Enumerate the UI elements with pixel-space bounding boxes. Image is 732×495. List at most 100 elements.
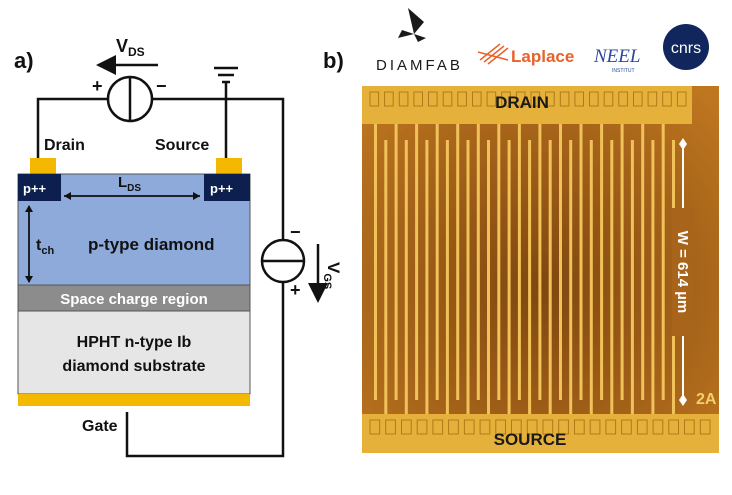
cnrs-logo-circle xyxy=(663,24,709,70)
pad-cell xyxy=(501,91,511,107)
pad-cell xyxy=(495,419,506,435)
vgs-minus: − xyxy=(290,222,301,242)
pad-cell xyxy=(684,419,695,435)
source-pad-label: SOURCE xyxy=(494,430,567,449)
electrode-finger xyxy=(569,140,573,414)
pad-cell xyxy=(385,419,396,435)
electrode-finger xyxy=(394,124,398,400)
pad-cell xyxy=(515,91,526,107)
pad-cell xyxy=(559,91,570,107)
vds-minus: − xyxy=(156,76,167,96)
drain-metal-contact xyxy=(30,158,56,174)
channel-label: p-type diamond xyxy=(88,235,215,254)
pad-cell xyxy=(398,91,409,107)
electrode-finger xyxy=(548,140,552,414)
drain-pad-label: DRAIN xyxy=(495,93,549,112)
laplace-logo: Laplace xyxy=(477,43,574,66)
pad-cell xyxy=(699,419,711,435)
source-pad-cells xyxy=(369,419,711,435)
pad-cell xyxy=(413,91,423,107)
electrode-finger xyxy=(435,124,439,400)
pad-cell xyxy=(676,91,687,107)
drain-pad-cells xyxy=(369,91,687,107)
electrode-finger xyxy=(538,124,542,400)
electrode-finger xyxy=(559,124,562,400)
neel-logo-subtext: INSTITUT xyxy=(612,68,635,74)
tch-label: tch xyxy=(36,237,54,257)
drain-p-plus-region xyxy=(18,174,61,201)
electrode-finger xyxy=(466,140,470,414)
cnrs-logo: cnrs xyxy=(663,24,709,70)
electrode-finger xyxy=(425,140,429,414)
panel-b: b) DIAMFAB Laplace NEEL INSTITUT cnrs xyxy=(323,8,719,453)
space-charge-label: Space charge region xyxy=(60,291,208,308)
pad-cell xyxy=(530,91,541,107)
electrode-finger xyxy=(445,140,449,414)
electrode-finger xyxy=(476,124,480,400)
device-id-label: 2A xyxy=(696,391,717,408)
pad-cell xyxy=(448,419,459,435)
pad-cell xyxy=(636,419,648,435)
pad-cell xyxy=(432,419,444,435)
neel-logo: NEEL INSTITUT xyxy=(593,46,640,74)
pad-cell xyxy=(618,91,628,107)
substrate-layer xyxy=(17,310,251,395)
substrate-label-line1: HPHT n-type Ib xyxy=(77,334,192,351)
gate-label: Gate xyxy=(82,418,118,435)
gate-metal-contact xyxy=(18,394,250,406)
laplace-logo-text: Laplace xyxy=(511,47,574,66)
pad-cell xyxy=(605,419,617,435)
width-label: W = 614 µm xyxy=(674,231,691,313)
drain-p-plus-label: p++ xyxy=(23,181,47,196)
pad-cell xyxy=(662,91,672,107)
laplace-logo-mark xyxy=(477,43,509,65)
electrode-finger xyxy=(651,140,655,414)
substrate-label-line2: diamond substrate xyxy=(62,358,205,375)
electrode-finger xyxy=(630,140,634,414)
pad-cell xyxy=(574,419,585,435)
pad-cell xyxy=(647,91,658,107)
source-to-vgs-wire xyxy=(226,97,285,240)
diamfab-logo-text: DIAMFAB xyxy=(376,57,463,74)
electrode-finger xyxy=(507,140,511,414)
electrode-finger xyxy=(374,124,377,400)
pad-cell xyxy=(442,91,453,107)
pad-cell xyxy=(603,91,614,107)
pad-cell xyxy=(545,91,555,107)
pad-cell xyxy=(472,91,482,107)
pad-cell xyxy=(633,91,643,107)
vgs-label: VGS xyxy=(321,262,343,289)
electrode-finger xyxy=(497,124,501,400)
electrode-finger xyxy=(579,124,583,400)
diamfab-logo: DIAMFAB xyxy=(376,8,463,74)
electrode-finger xyxy=(415,124,419,400)
pad-cell xyxy=(511,419,522,435)
pad-cell xyxy=(384,91,394,107)
vgs-plus: + xyxy=(290,280,301,300)
pad-cell xyxy=(589,419,601,435)
electrode-finger xyxy=(641,124,645,400)
cnrs-logo-text: cnrs xyxy=(671,40,701,57)
vds-plus: + xyxy=(92,76,103,96)
panel-a: a) + − VDS − + VGS Drain So xyxy=(14,36,343,458)
pad-cell xyxy=(369,91,380,107)
pad-cell xyxy=(457,91,467,107)
electrode-finger xyxy=(384,140,388,414)
electrode-finger xyxy=(487,140,490,414)
pad-cell xyxy=(463,419,475,435)
pad-cell xyxy=(369,419,381,435)
width-label-backdrop xyxy=(672,208,694,336)
neel-logo-text: NEEL xyxy=(593,46,640,67)
lds-label: LDS xyxy=(118,174,141,194)
electrode-finger xyxy=(589,140,593,414)
electrode-finger xyxy=(600,124,604,400)
pad-cell xyxy=(428,91,438,107)
pad-cell xyxy=(416,419,428,435)
device-micrograph: DRAIN SOURCE W = 614 µm 2A xyxy=(362,86,719,453)
pad-cell xyxy=(479,419,491,435)
space-charge-region xyxy=(17,284,251,312)
drain-wire xyxy=(36,97,108,158)
electrode-finger xyxy=(661,124,665,400)
source-p-plus-label: p++ xyxy=(210,181,234,196)
